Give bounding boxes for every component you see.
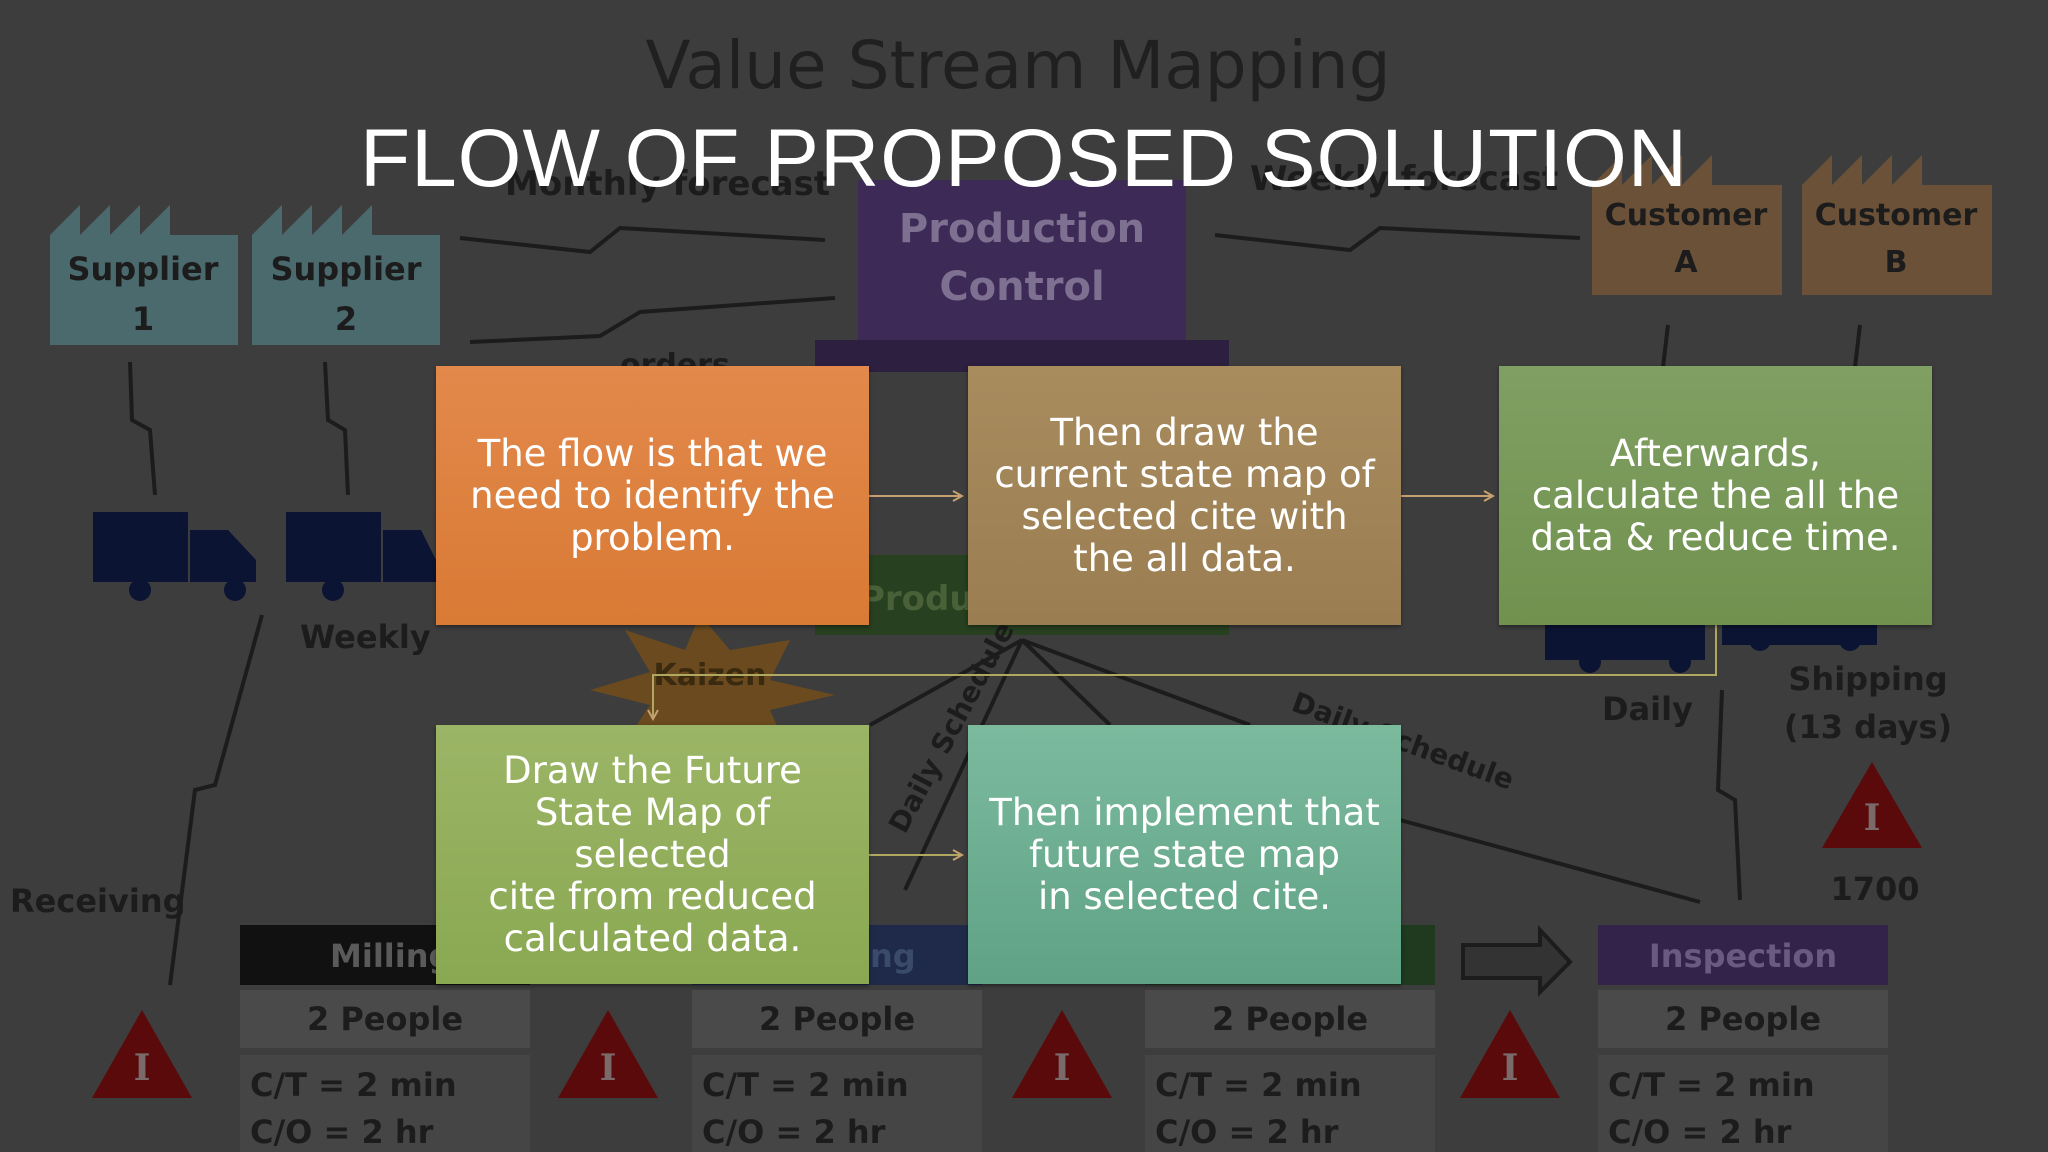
shipping-label: Shipping xyxy=(1788,660,1947,698)
supplier-2-icon: Supplier 2 xyxy=(252,205,440,345)
daily-label: Daily xyxy=(1602,690,1693,728)
shipping-days-label: (13 days) xyxy=(1784,708,1952,746)
svg-text:Milling: Milling xyxy=(330,937,451,975)
customer-a-icon: Customer A xyxy=(1592,155,1782,295)
step-identify-problem: The flow is that we need to identify the… xyxy=(436,366,869,625)
svg-text:C/O = 2 hr: C/O = 2 hr xyxy=(1608,1113,1792,1151)
svg-text:I: I xyxy=(1054,1047,1071,1089)
supplier-1-icon: Supplier 1 xyxy=(50,205,238,345)
svg-text:Inspection: Inspection xyxy=(1649,937,1837,975)
vsm-title: Value Stream Mapping xyxy=(645,27,1390,104)
svg-text:C/T = 2 min: C/T = 2 min xyxy=(702,1066,909,1104)
svg-text:A: A xyxy=(1674,245,1698,280)
production-control-box: Production Control xyxy=(815,180,1229,372)
monthly-forecast-label: Monthly forecast xyxy=(505,164,830,204)
inventory-triangle-icon: I xyxy=(92,1010,192,1098)
inventory-triangle-icon: I xyxy=(1012,1010,1112,1098)
inventory-triangle-icon: I xyxy=(1822,762,1922,848)
svg-text:1: 1 xyxy=(132,300,154,338)
svg-text:Customer: Customer xyxy=(1605,198,1768,233)
svg-text:2 People: 2 People xyxy=(307,1000,463,1038)
svg-text:C/O = 2 hr: C/O = 2 hr xyxy=(1155,1113,1339,1151)
inventory-triangle-icon: I xyxy=(1460,1010,1560,1098)
svg-text:I: I xyxy=(134,1047,151,1089)
inventory-triangle-icon: I xyxy=(558,1010,658,1098)
svg-text:2 People: 2 People xyxy=(1665,1000,1821,1038)
svg-text:Supplier: Supplier xyxy=(67,250,218,288)
svg-text:C/O = 2 hr: C/O = 2 hr xyxy=(702,1113,886,1151)
svg-text:2: 2 xyxy=(335,300,357,338)
process-box-inspection: Inspection 2 People C/T = 2 min C/O = 2 … xyxy=(1598,925,1888,1152)
weekly-forecast-label: Weekly forecast xyxy=(1250,159,1558,199)
svg-text:B: B xyxy=(1885,245,1908,280)
svg-text:ng: ng xyxy=(870,937,916,975)
svg-text:Control: Control xyxy=(939,264,1104,310)
step-draw-current-state-map: Then draw the current state map of selec… xyxy=(968,366,1401,625)
arrow-step3-to-step4 xyxy=(653,625,1717,719)
svg-text:2 People: 2 People xyxy=(759,1000,915,1038)
inventory-count-label: 1700 xyxy=(1830,870,1919,908)
svg-text:C/T = 2 min: C/T = 2 min xyxy=(1608,1066,1815,1104)
svg-text:I: I xyxy=(1502,1047,1519,1089)
truck-icon xyxy=(286,512,436,601)
svg-text:C/T = 2 min: C/T = 2 min xyxy=(250,1066,457,1104)
svg-text:I: I xyxy=(600,1047,617,1089)
step-draw-future-state-map: Draw the Future State Map of selected ci… xyxy=(436,725,869,984)
svg-text:Production: Production xyxy=(899,206,1145,252)
svg-text:C/O = 2 hr: C/O = 2 hr xyxy=(250,1113,434,1151)
customer-b-icon: Customer B xyxy=(1802,155,1992,295)
slide-title: FLOW OF PROPOSED SOLUTION xyxy=(359,113,1689,204)
step-calculate-data: Afterwards, calculate the all the data &… xyxy=(1499,366,1932,625)
truck-icon xyxy=(93,512,256,601)
svg-text:C/T = 2 min: C/T = 2 min xyxy=(1155,1066,1362,1104)
receiving-label: Receiving xyxy=(10,882,186,920)
process-box-milling: Milling 2 People C/T = 2 min C/O = 2 hr xyxy=(240,925,530,1152)
weekly-label: Weekly xyxy=(300,618,431,656)
svg-text:Supplier: Supplier xyxy=(270,250,421,288)
svg-text:2 People: 2 People xyxy=(1212,1000,1368,1038)
svg-text:I: I xyxy=(1864,797,1881,839)
step-implement-future-state: Then implement that future state map in … xyxy=(968,725,1401,984)
svg-text:Customer: Customer xyxy=(1815,198,1978,233)
